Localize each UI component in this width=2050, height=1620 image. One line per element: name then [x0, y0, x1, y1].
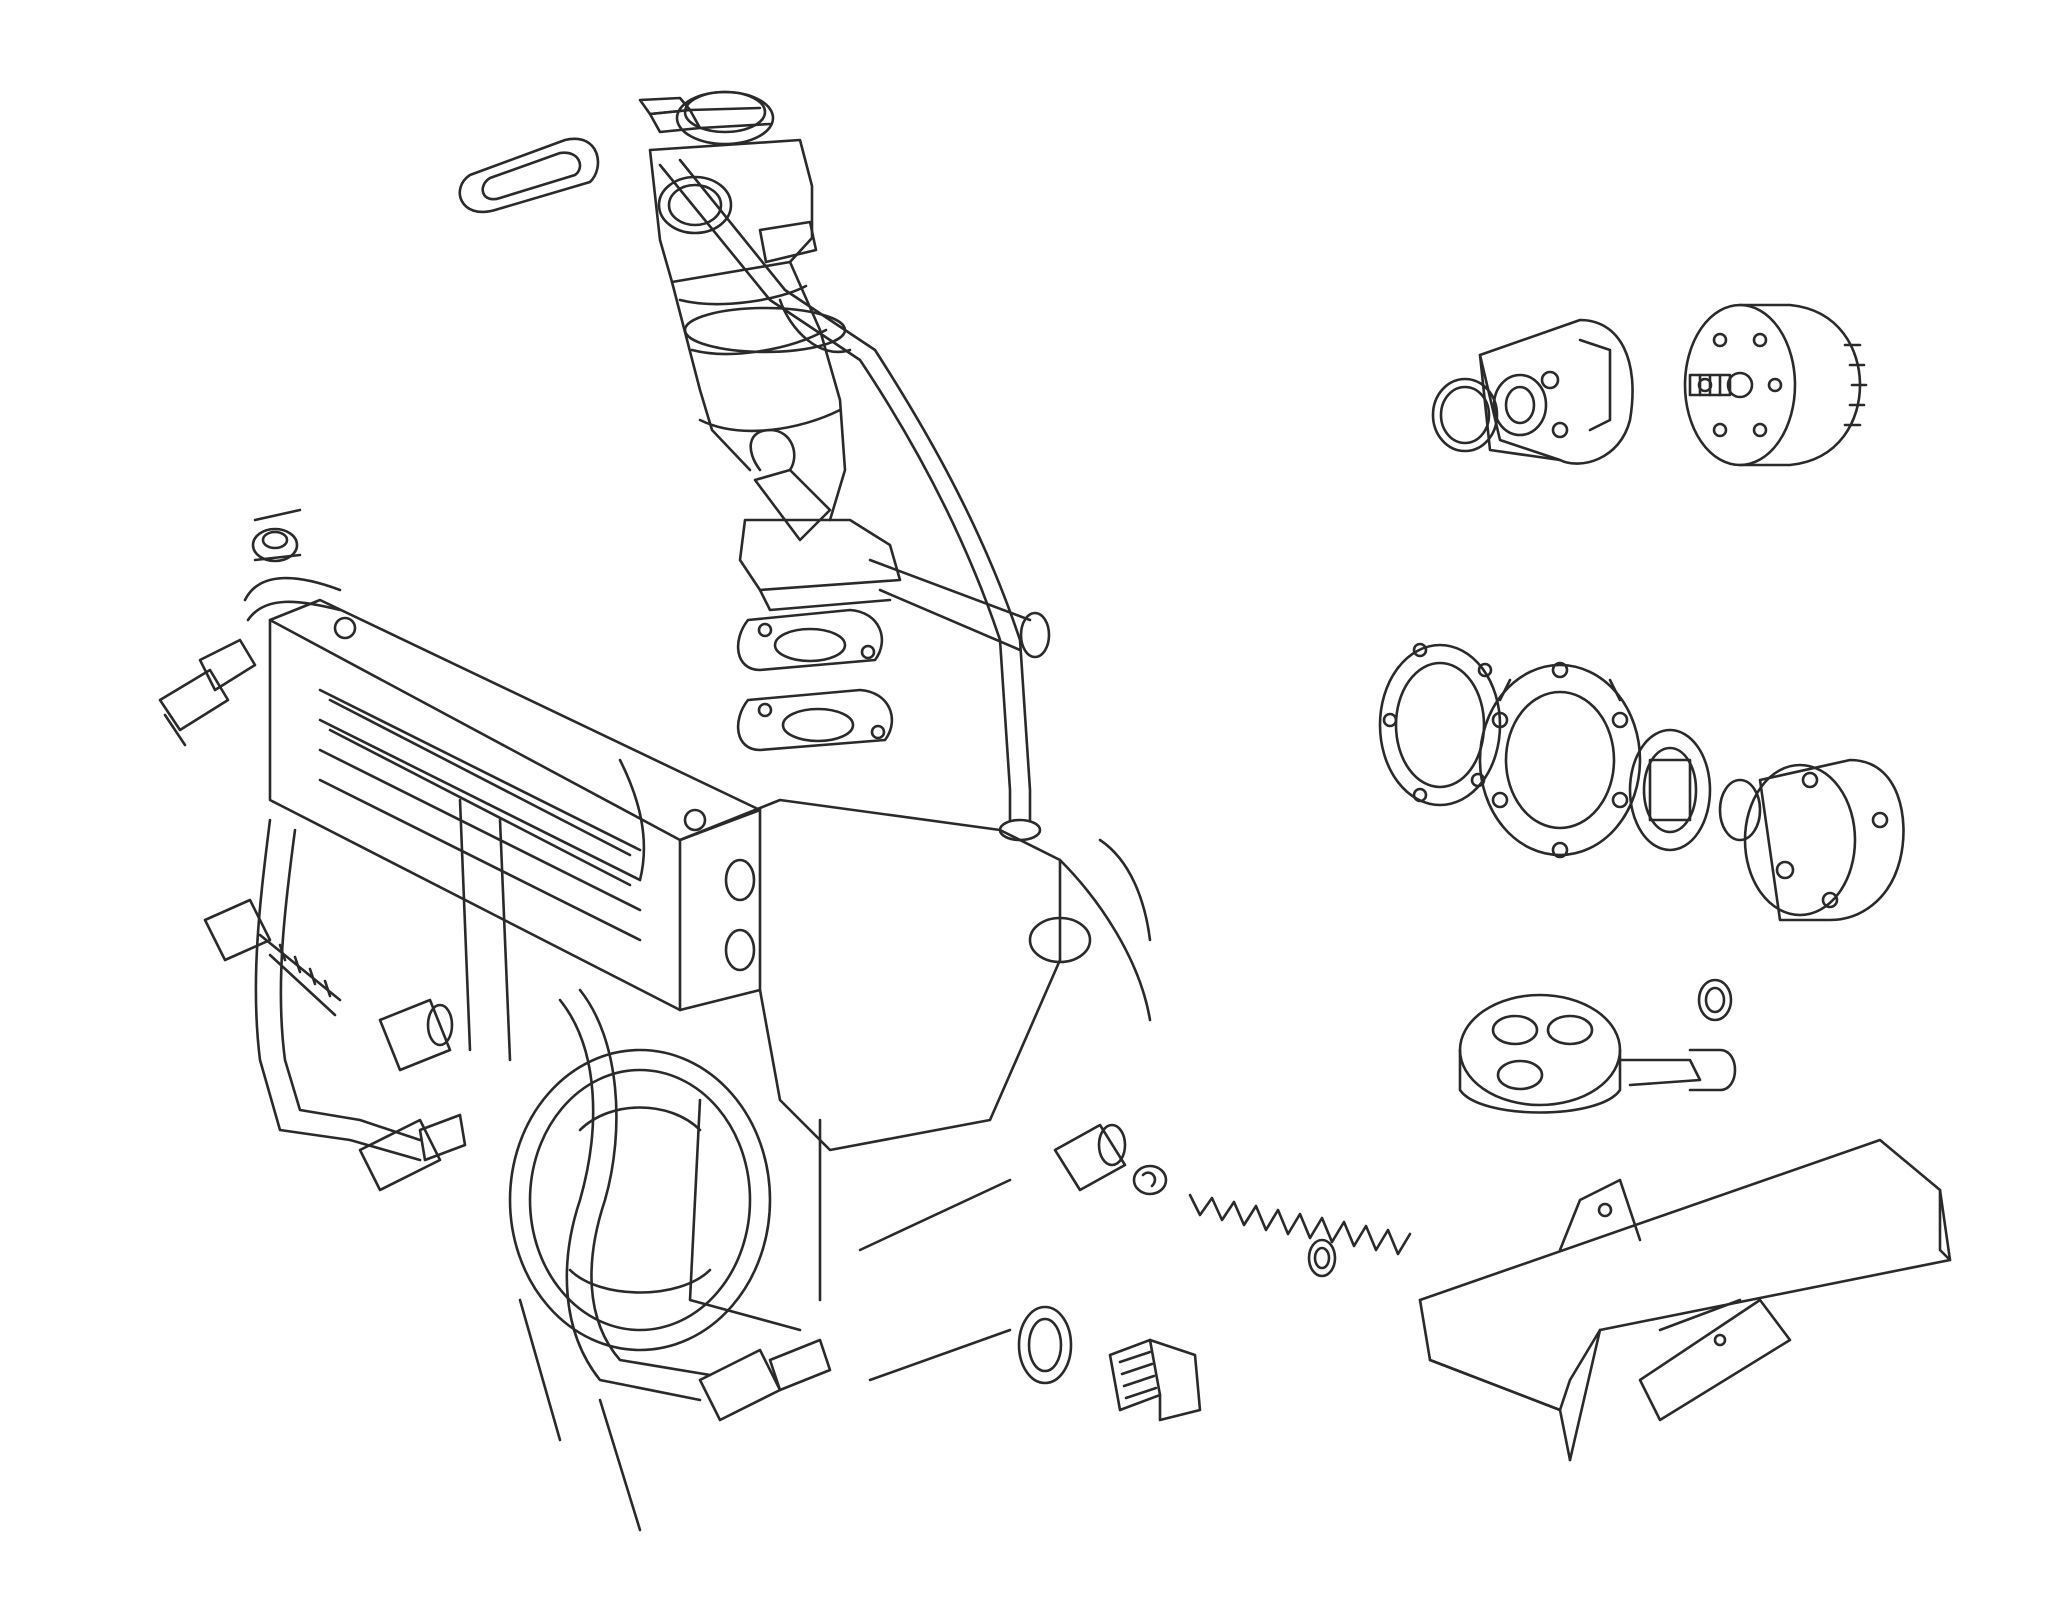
oil-filter-adapter — [1478, 318, 1732, 465]
sump-plate — [1418, 1138, 1952, 1462]
breather-hose — [868, 558, 1051, 659]
strainer-oring — [1697, 978, 1733, 1022]
oil-line-lower — [254, 818, 832, 1422]
mounting-gasket-upper — [736, 608, 884, 672]
filler-cap-gasket — [458, 137, 600, 214]
relief-valve-washer — [1307, 1238, 1337, 1278]
engine-block — [458, 758, 1152, 1532]
oil-strainer — [1458, 993, 1737, 1114]
oil-cooler — [268, 598, 762, 1012]
relief-valve-plunger — [1053, 1123, 1127, 1192]
oil-pump-body — [1478, 661, 1642, 859]
drain-plug-gasket — [1017, 1305, 1073, 1385]
oil-filter-gasket — [1431, 377, 1499, 453]
relief-valve-clip — [1132, 1164, 1168, 1196]
oil-line-upper — [243, 508, 342, 622]
banjo-bolt — [158, 638, 257, 747]
oil-pump-gasket — [1378, 642, 1502, 807]
oil-pump-cover — [1743, 758, 1905, 922]
oil-pump-gears — [1628, 728, 1762, 852]
relief-valve-spring — [1188, 1193, 1412, 1256]
drain-plug — [1108, 1338, 1202, 1422]
mounting-gasket-lower — [736, 688, 894, 752]
oil-filter — [1683, 303, 1868, 467]
pressure-sender — [203, 898, 454, 1072]
oil-pump-housing — [508, 1048, 772, 1352]
